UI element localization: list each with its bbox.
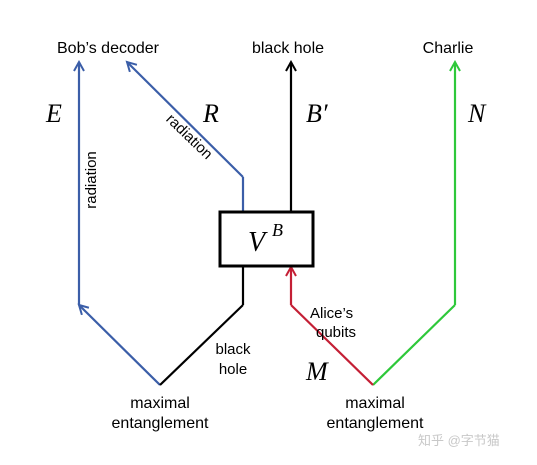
red-edge-diag [290, 304, 374, 386]
blue-edge-left-diag [79, 305, 161, 386]
label-N: N [467, 99, 487, 128]
label-max-ent-left-line2: entanglement [112, 415, 210, 432]
label-alices-line2: qubits [316, 324, 356, 341]
watermark: 知乎 @字节猫 [418, 433, 500, 448]
label-M: M [305, 357, 329, 386]
black-edge-bottom-diag [159, 304, 244, 386]
label-radiation-left: radiation [83, 151, 100, 209]
label-max-ent-right-line1: maximal [345, 395, 405, 412]
blue-edge-right-diag [127, 62, 244, 178]
label-R: R [202, 99, 219, 128]
label-black-hole-bottom-line2: hole [219, 361, 247, 378]
box-label-V: V [248, 227, 268, 258]
label-max-ent-right-line2: entanglement [327, 415, 425, 432]
green-edge-diag [372, 304, 456, 386]
label-alices-line1: Alice’s [310, 305, 353, 322]
label-bobs-decoder: Bob’s decoder [57, 40, 160, 57]
label-black-hole-top: black hole [252, 40, 324, 57]
label-max-ent-left-line1: maximal [130, 395, 190, 412]
box-label-B: B [272, 220, 283, 240]
label-E: E [45, 99, 62, 128]
label-B-prime: B′ [306, 99, 328, 128]
unitary-box [218, 210, 315, 268]
label-black-hole-bottom-line1: black [215, 341, 251, 358]
label-charlie: Charlie [423, 40, 474, 57]
